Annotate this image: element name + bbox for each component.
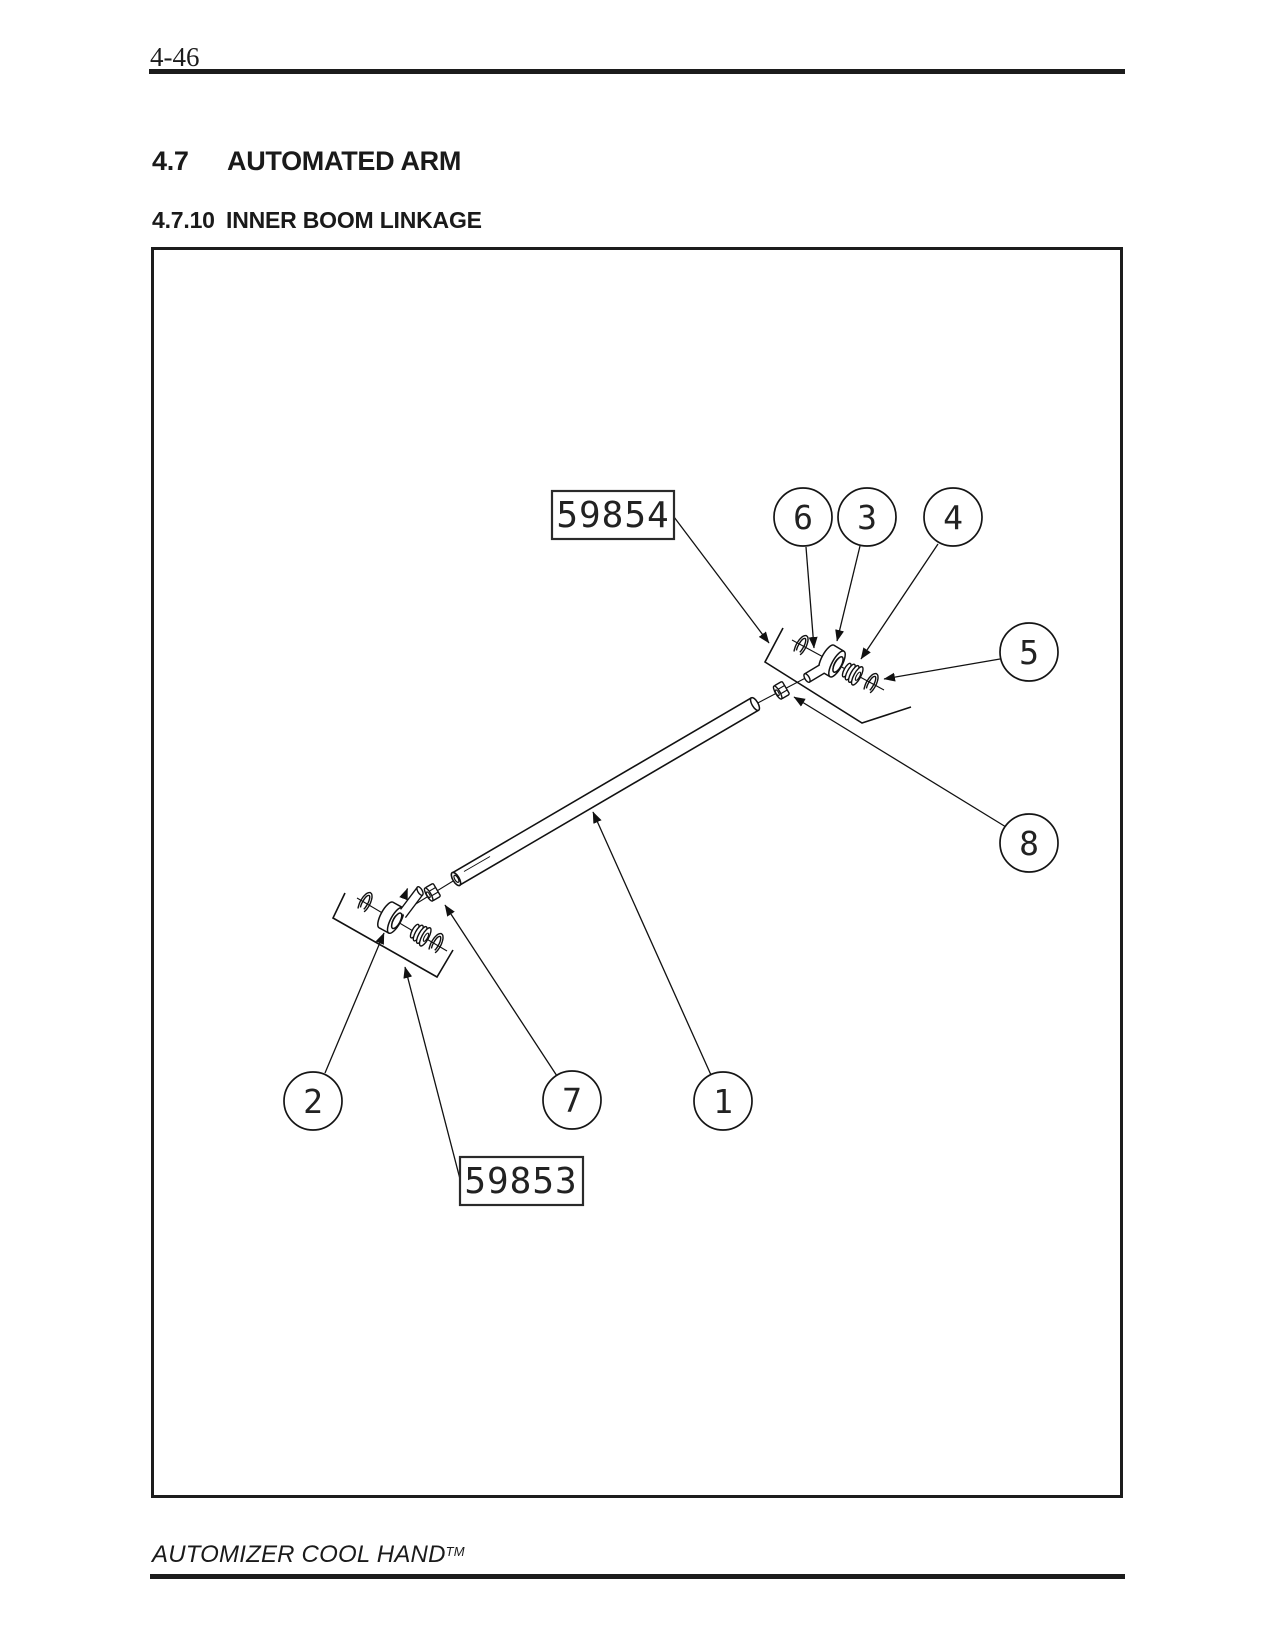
eye-depth bbox=[832, 657, 840, 670]
trademark-mark: TM bbox=[445, 1544, 465, 1559]
seal-bore bbox=[422, 932, 430, 942]
housing-side bbox=[833, 644, 845, 652]
callout-circle bbox=[542, 1070, 602, 1130]
callout-4: 4 bbox=[923, 487, 983, 547]
callout-2: 2 bbox=[283, 1071, 343, 1131]
part-number-text: 59854 bbox=[556, 495, 669, 536]
shank-side bbox=[400, 886, 419, 910]
leader-callout-5 bbox=[883, 658, 1001, 682]
part-label-59853: 59853 bbox=[458, 1155, 585, 1207]
part-number-text: 59853 bbox=[464, 1161, 577, 1202]
eye-depth bbox=[391, 913, 398, 926]
tube-edge bbox=[451, 697, 752, 874]
callout-number: 8 bbox=[1019, 824, 1039, 863]
tube-end-cap bbox=[749, 696, 761, 712]
section-title: AUTOMATED ARM bbox=[227, 146, 462, 176]
callout-number: 7 bbox=[562, 1081, 582, 1120]
snap-ring-inner bbox=[359, 894, 371, 910]
leader-callout-3 bbox=[835, 545, 861, 642]
subsection-title: INNER BOOM LINKAGE bbox=[226, 207, 482, 233]
bracket-upper bbox=[763, 627, 912, 724]
snap-ring-outer bbox=[357, 891, 373, 913]
callout-number: 2 bbox=[303, 1082, 323, 1121]
shank-end bbox=[416, 886, 424, 896]
hex-nut bbox=[423, 883, 441, 902]
part-label-box bbox=[458, 1155, 585, 1207]
part-label-box bbox=[550, 489, 676, 541]
shank-side bbox=[404, 894, 423, 919]
tube-bore bbox=[453, 874, 460, 883]
axis-arrow bbox=[399, 888, 409, 901]
snap-ring-outer bbox=[793, 634, 809, 656]
leader-lines bbox=[324, 516, 1007, 1180]
callout-circle bbox=[999, 813, 1059, 873]
shank-side bbox=[809, 672, 825, 683]
callout-5: 5 bbox=[999, 622, 1059, 682]
tube-fill bbox=[452, 697, 759, 886]
bracket-lower bbox=[331, 892, 454, 979]
seal-bore bbox=[854, 671, 862, 681]
nut-bore bbox=[425, 891, 431, 899]
callout-number: 5 bbox=[1019, 633, 1039, 672]
snap-ring-outer bbox=[863, 672, 879, 694]
seal-disc bbox=[850, 666, 864, 686]
shank-side bbox=[804, 664, 820, 675]
seal-disc bbox=[418, 927, 432, 947]
page-number: 4-46 bbox=[150, 42, 200, 72]
subsection-heading: 4.7.10 INNER BOOM LINKAGE bbox=[152, 207, 482, 234]
callout-number: 1 bbox=[713, 1082, 733, 1121]
snap-ring-inner bbox=[430, 935, 442, 951]
section-number: 4.7 bbox=[152, 146, 189, 176]
section-heading: 4.7 AUTOMATED ARM bbox=[152, 146, 461, 177]
footer-rule bbox=[150, 1574, 1125, 1579]
callout-number: 3 bbox=[857, 498, 877, 537]
header-rule bbox=[149, 69, 1125, 74]
callout-circle bbox=[693, 1071, 753, 1131]
subsection-number: 4.7.10 bbox=[152, 207, 215, 233]
leader-callout-4 bbox=[860, 543, 939, 660]
leader-callout-8 bbox=[793, 696, 1007, 828]
leader-callout-2 bbox=[324, 932, 385, 1074]
callout-7: 7 bbox=[542, 1070, 602, 1130]
nut-bore bbox=[774, 689, 780, 697]
tube-highlight bbox=[463, 856, 491, 872]
diagram-linework bbox=[331, 627, 912, 979]
snap-ring-outer bbox=[428, 932, 444, 954]
footer-brand: AUTOMIZER COOL HANDTM bbox=[152, 1541, 465, 1569]
footer-brand-text: AUTOMIZER COOL HAND bbox=[152, 1541, 446, 1568]
snap-ring-inner bbox=[865, 675, 877, 691]
callout-number: 6 bbox=[793, 498, 813, 537]
leader-callout-6 bbox=[805, 546, 818, 649]
figure-frame bbox=[151, 247, 1123, 1498]
callout-circle bbox=[837, 487, 897, 547]
callout-1: 1 bbox=[693, 1071, 753, 1131]
leader-callout-1 bbox=[592, 811, 712, 1076]
leader-label-59854 bbox=[673, 516, 770, 644]
callout-circle bbox=[773, 487, 833, 547]
part-label-59854: 59854 bbox=[550, 489, 676, 541]
leader-callout-7 bbox=[444, 904, 558, 1077]
shank-end bbox=[803, 673, 811, 683]
callout-number: 4 bbox=[943, 498, 963, 537]
callout-3: 3 bbox=[837, 487, 897, 547]
leader-label-59853 bbox=[403, 966, 461, 1180]
callout-8: 8 bbox=[999, 813, 1059, 873]
callout-circle bbox=[283, 1071, 343, 1131]
hex-nut bbox=[772, 681, 790, 700]
callout-circle bbox=[923, 487, 983, 547]
callout-6: 6 bbox=[773, 487, 833, 547]
tube-edge bbox=[459, 709, 760, 886]
snap-ring-inner bbox=[795, 637, 807, 653]
callout-circle bbox=[999, 622, 1059, 682]
